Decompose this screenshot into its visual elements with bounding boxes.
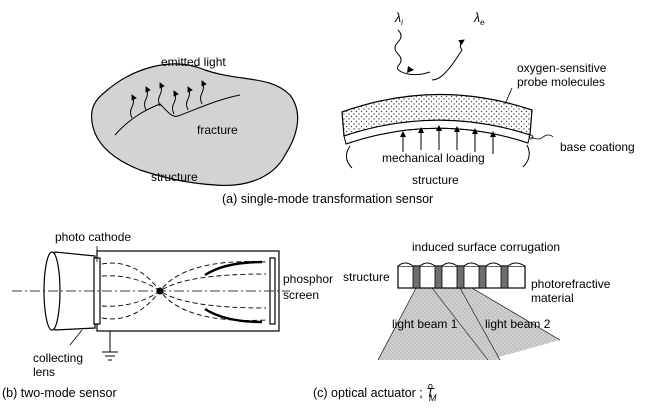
panel-a: emitted light fracture structure bbox=[90, 55, 299, 187]
focus-point bbox=[156, 287, 164, 295]
light-beam-1-label: light beam 1 bbox=[392, 317, 458, 331]
structure-side-left bbox=[346, 145, 353, 169]
panel-b: photo cathode phosphor screen collecting… bbox=[12, 230, 333, 379]
incoming-light-wave bbox=[394, 29, 431, 76]
panel-c: induced surface corrugation structure ph… bbox=[343, 240, 611, 361]
fracture-line bbox=[114, 94, 241, 136]
collecting-label-1: collecting bbox=[33, 351, 83, 365]
caption-a: (a) single-mode transformation sensor bbox=[222, 192, 433, 206]
structure-label-left: structure bbox=[151, 170, 198, 184]
light-beam-2-label: light beam 2 bbox=[485, 317, 551, 331]
structure-label-right: structure bbox=[412, 173, 459, 187]
lambda-e-label: λe bbox=[473, 11, 485, 27]
phosphor-label-2: screen bbox=[283, 288, 319, 302]
phosphor-label-1: phosphor bbox=[283, 272, 333, 286]
collecting-label-2: lens bbox=[33, 365, 55, 379]
corrugation-bumps bbox=[397, 262, 526, 267]
oxygen-leader bbox=[504, 87, 513, 105]
electrode-top bbox=[204, 260, 263, 277]
emitted-light-label: emitted light bbox=[161, 55, 226, 69]
photorefractive-label-2: material bbox=[531, 291, 574, 305]
photorefractive-label-1: photorefractive bbox=[531, 277, 611, 291]
photo-cathode-label: photo cathode bbox=[55, 230, 131, 244]
corrugation-bars bbox=[412, 265, 509, 289]
panel-a-coating: λi λe oxygen-sensitive probe molecules b… bbox=[341, 11, 635, 187]
emitted-light-arrows bbox=[130, 80, 207, 119]
lambda-i-label: λi bbox=[394, 11, 403, 27]
structure-label-c: structure bbox=[343, 270, 390, 284]
light-beam-2 bbox=[432, 288, 560, 360]
electrode-bottom bbox=[204, 307, 263, 324]
emitted-light-wave bbox=[431, 39, 465, 81]
induced-corrugation-label: induced surface corrugation bbox=[412, 240, 560, 254]
caption-b: (b) two-mode sensor bbox=[2, 386, 117, 400]
loading-arrows bbox=[400, 125, 496, 154]
fracture-label: fracture bbox=[197, 123, 238, 137]
oxygen-label-2: probe molecules bbox=[517, 75, 605, 89]
base-coating-label: base coationg bbox=[560, 140, 635, 154]
structure-side-right bbox=[522, 144, 530, 168]
structure-blob-shape bbox=[90, 63, 299, 187]
base-coating-leader bbox=[530, 134, 554, 140]
oxygen-label-1: oxygen-sensitive bbox=[517, 61, 607, 75]
mechanical-loading-label: mechanical loading bbox=[382, 151, 485, 165]
incoming-arrowhead bbox=[407, 66, 414, 73]
